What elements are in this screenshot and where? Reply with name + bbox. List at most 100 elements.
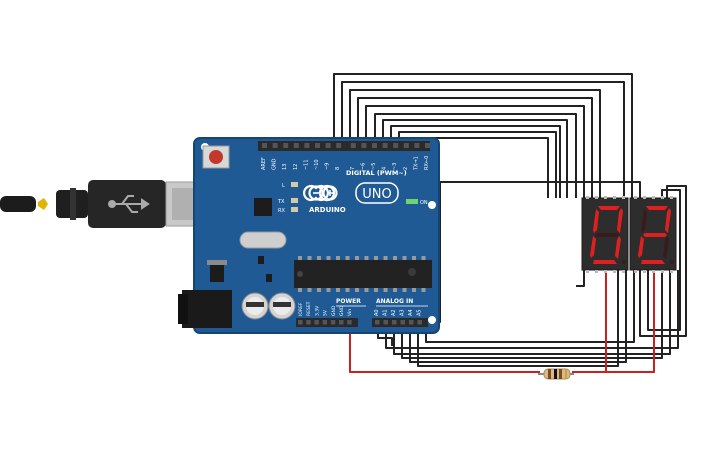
digital-pin-hole[interactable] (425, 143, 430, 148)
analog-pin-label: A0 (374, 309, 380, 316)
display-pin[interactable] (595, 196, 598, 199)
display-pin[interactable] (604, 196, 607, 199)
red-wires[interactable] (349, 270, 655, 373)
digital-pin-label: 13 (282, 164, 288, 170)
digital-pin-label: 2 (403, 167, 409, 170)
digital-pin-hole[interactable] (336, 143, 342, 148)
digital-header-pins[interactable] (262, 143, 430, 148)
power-pin-hole[interactable] (330, 320, 336, 325)
display-pin[interactable] (652, 196, 655, 199)
analog-pin-label: A3 (400, 309, 406, 316)
analog-pin-hole[interactable] (392, 320, 397, 325)
seven-segment-display-2[interactable] (629, 197, 677, 271)
digital-pin-hole[interactable] (393, 143, 399, 148)
display-pin[interactable] (661, 270, 664, 273)
digital-pin-hole[interactable] (382, 143, 388, 148)
display-pin[interactable] (586, 270, 589, 273)
power-label: POWER (336, 298, 361, 305)
wire-d9[interactable] (365, 105, 585, 198)
power-pin-hole[interactable] (298, 320, 303, 325)
wire-a4[interactable] (409, 270, 627, 363)
display-pin[interactable] (604, 270, 607, 273)
segment-a (646, 206, 668, 210)
wire-a-extra1[interactable] (425, 270, 635, 343)
wire-d12[interactable] (341, 81, 625, 198)
display-pin[interactable] (595, 270, 598, 273)
digital-header[interactable] (258, 141, 430, 151)
analog-pin-hole[interactable] (409, 320, 414, 325)
wire-disp-left[interactable] (576, 270, 585, 287)
digital-pin-label: 8 (335, 167, 341, 170)
segment-e (638, 236, 644, 258)
digital-pin-label: RX←0 (424, 156, 430, 170)
reset-button-cap[interactable] (209, 150, 223, 164)
digital-pin-hole[interactable] (325, 143, 331, 148)
digital-pin-hole[interactable] (361, 143, 367, 148)
digital-pin-hole[interactable] (403, 143, 409, 148)
wire-a1[interactable] (385, 270, 679, 349)
wire-d13[interactable] (333, 73, 633, 198)
wire-d11[interactable] (349, 89, 601, 198)
digital-pin-hole[interactable] (350, 143, 356, 148)
wire-d8[interactable] (374, 113, 577, 198)
digital-pin-hole[interactable] (304, 143, 310, 148)
digital-pin-hole[interactable] (414, 143, 420, 148)
resistor-band (548, 369, 551, 379)
segment-g (643, 233, 667, 237)
usb-cable[interactable] (0, 180, 207, 228)
analog-pin-hole[interactable] (400, 320, 406, 325)
display-pin[interactable] (634, 270, 637, 273)
wire-5v[interactable] (349, 322, 540, 373)
wire-d7[interactable] (382, 119, 568, 198)
seven-segment-display-1[interactable] (581, 197, 629, 271)
display-pin[interactable] (586, 196, 589, 199)
digital-pin-hole[interactable] (293, 143, 299, 148)
power-pin-hole[interactable] (339, 320, 344, 325)
display-pin[interactable] (652, 270, 655, 273)
digital-pin-hole[interactable] (272, 143, 278, 148)
wire-res-to-disp2[interactable] (606, 270, 655, 373)
crystal-oscillator (239, 231, 287, 249)
segment-f (641, 209, 647, 233)
wire-a5[interactable] (417, 270, 619, 367)
display-pin[interactable] (670, 270, 673, 273)
digital-pin-hole[interactable] (372, 143, 377, 148)
display-pin[interactable] (613, 270, 616, 273)
power-pin-hole[interactable] (314, 320, 319, 325)
analog-pin-hole[interactable] (383, 320, 389, 325)
display-pin[interactable] (622, 196, 625, 199)
digital-pin-hole[interactable] (315, 143, 320, 148)
display-pin[interactable] (622, 270, 625, 273)
uno-badge: UNO (355, 182, 399, 204)
wire-a2[interactable] (393, 270, 671, 355)
display-pin[interactable] (634, 196, 637, 199)
wire-seg-right1[interactable] (639, 185, 687, 337)
analog-pin-hole[interactable] (375, 320, 380, 325)
digital-pin-hole[interactable] (283, 143, 289, 148)
power-pin-label: RESET (306, 301, 312, 316)
resistor[interactable] (538, 368, 574, 380)
wire-a3[interactable] (401, 270, 663, 359)
segment-d (593, 260, 617, 264)
power-pin-hole[interactable] (306, 320, 311, 325)
wire-d6[interactable] (390, 125, 561, 198)
analog-pin-hole[interactable] (417, 320, 423, 325)
led-label-tx: TX (277, 199, 285, 205)
analog-header[interactable] (372, 318, 428, 327)
display-pin[interactable] (643, 196, 646, 199)
display-pin[interactable] (613, 196, 616, 199)
wire-d10[interactable] (357, 97, 593, 198)
digital-pin-hole[interactable] (262, 143, 267, 148)
power-pin-hole[interactable] (322, 320, 328, 325)
display-pin[interactable] (643, 270, 646, 273)
power-pin-label: GND (339, 305, 345, 316)
display-pin[interactable] (661, 196, 664, 199)
power-pin-hole[interactable] (347, 320, 352, 325)
dc-power-jack[interactable] (182, 290, 232, 328)
status-leds: L TX RX (277, 182, 298, 214)
display-pin[interactable] (670, 196, 673, 199)
analog-pin-label: A2 (391, 309, 397, 316)
wire-seg-right2[interactable] (647, 189, 681, 331)
